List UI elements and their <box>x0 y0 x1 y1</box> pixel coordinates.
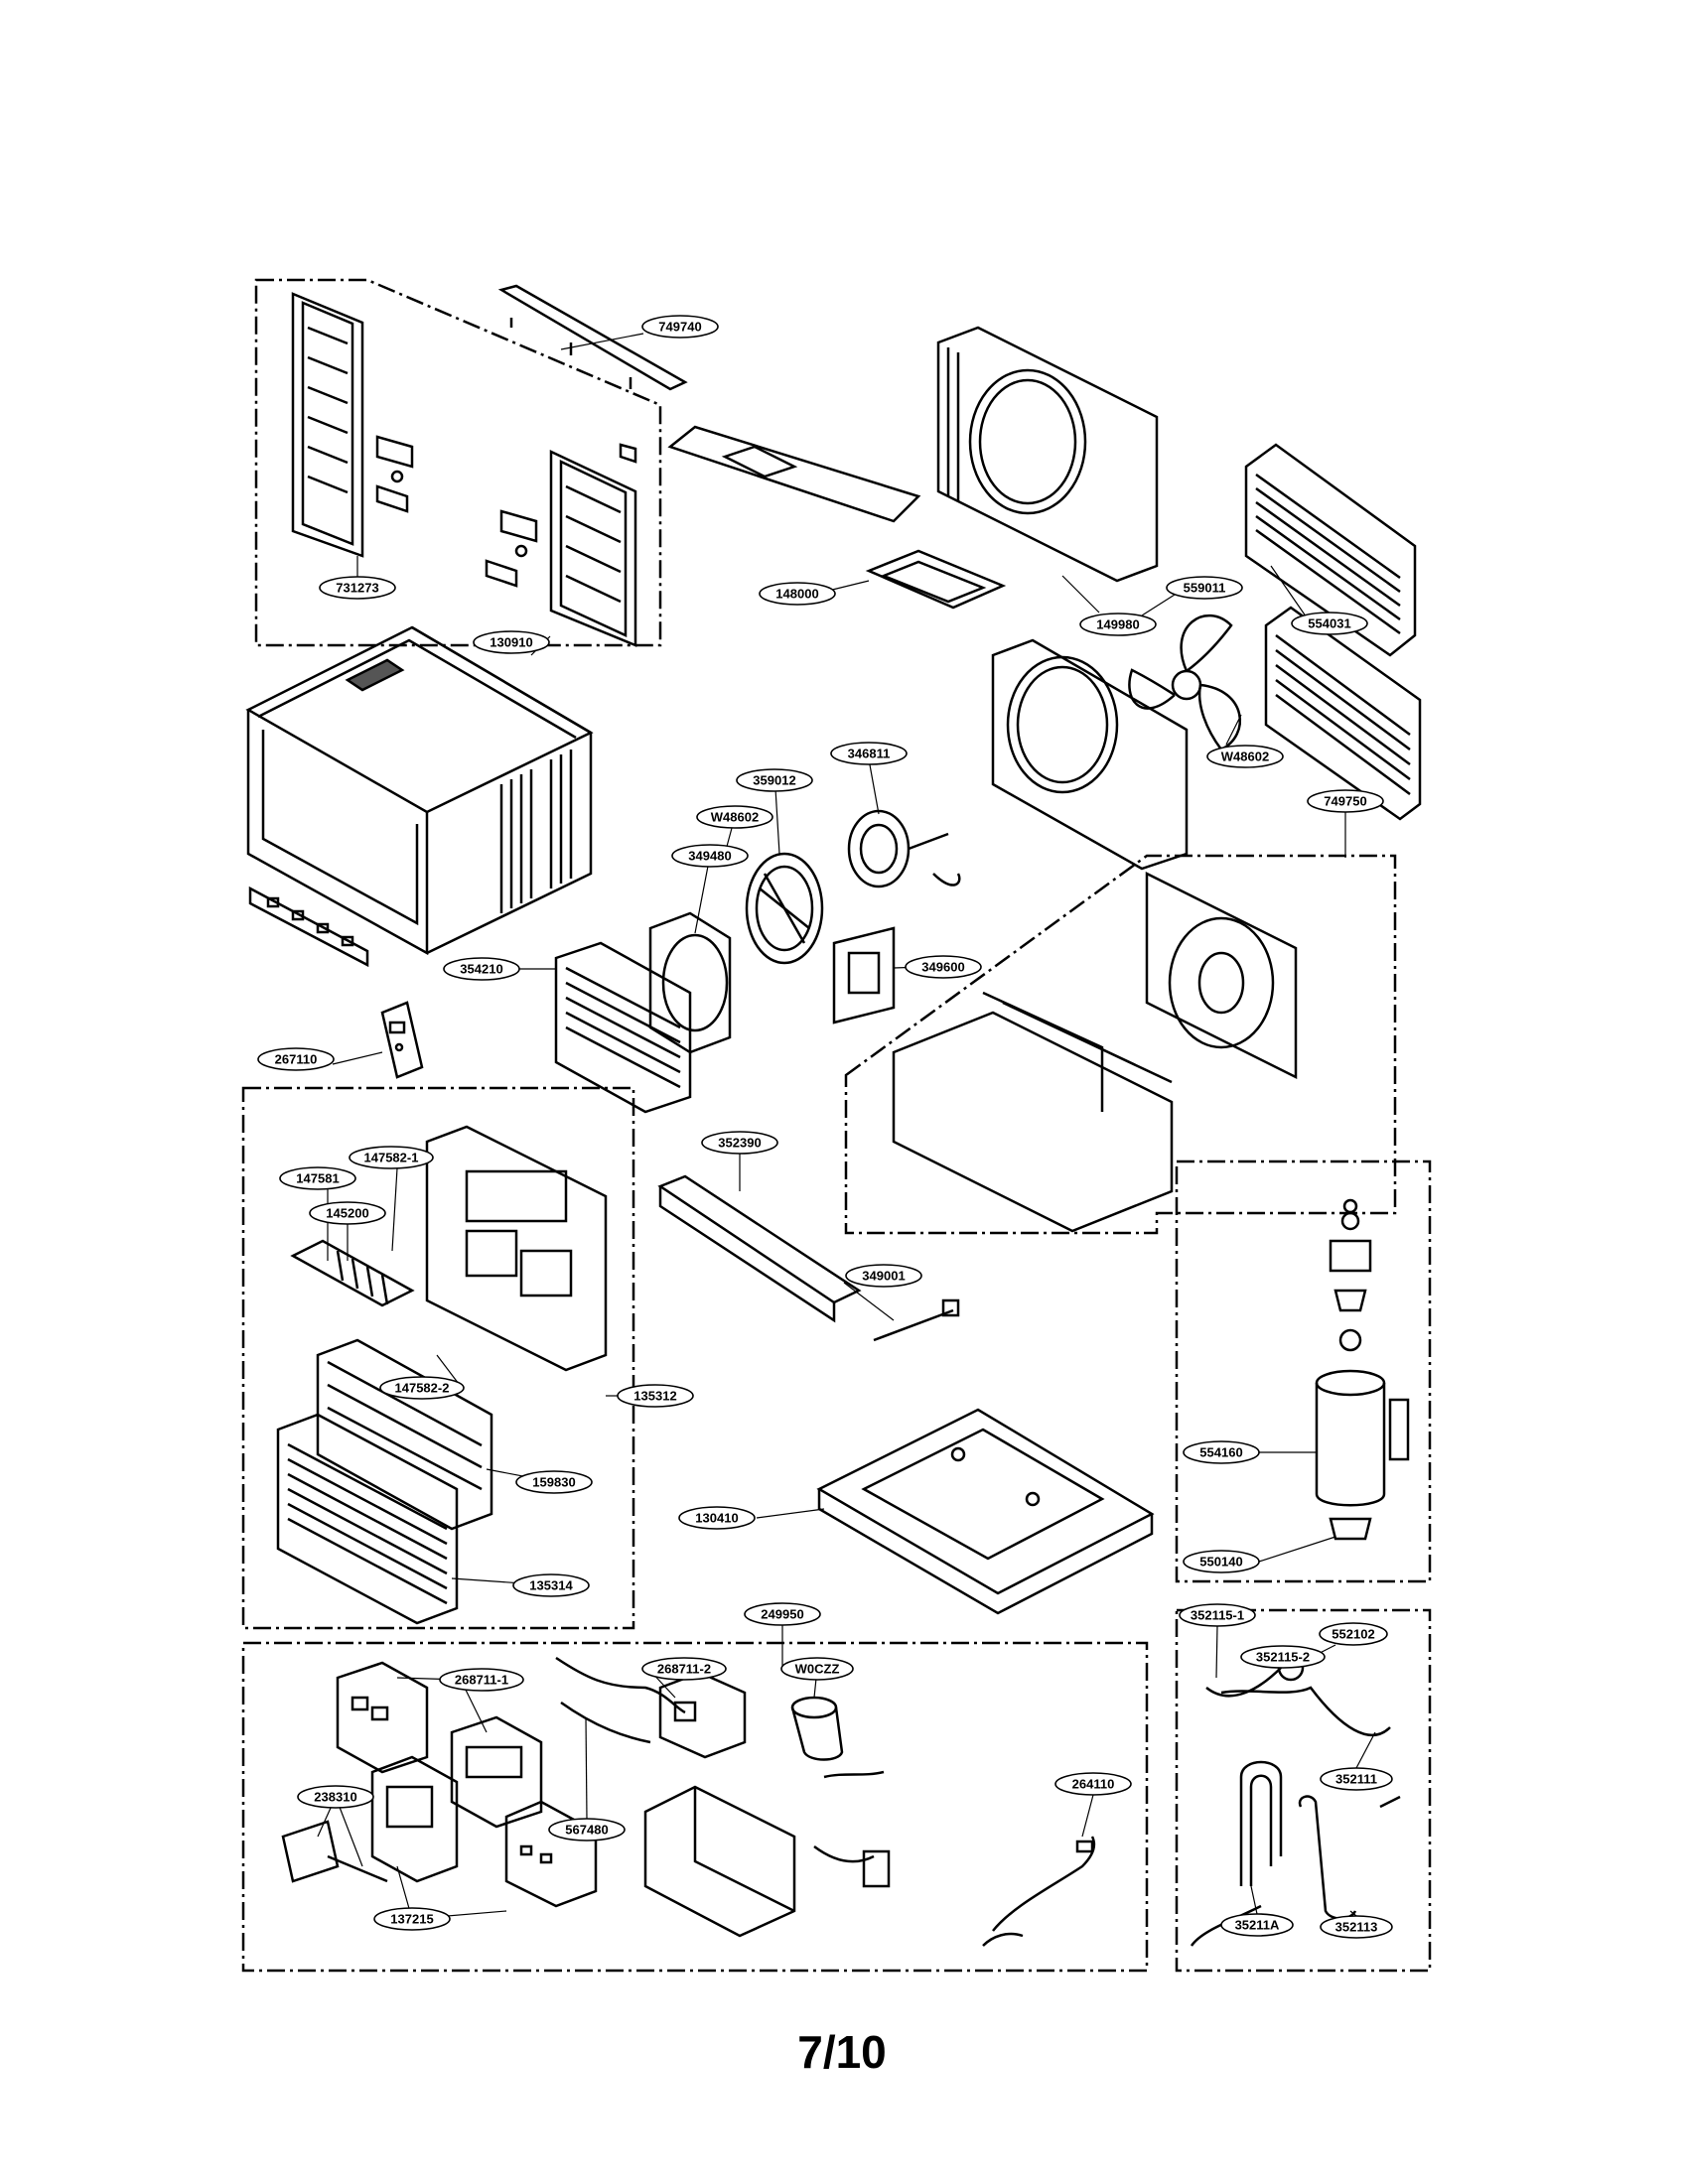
part-label: 264110 <box>1072 1777 1115 1792</box>
control-label-plate <box>504 1800 598 1908</box>
control-box <box>643 1785 796 1938</box>
piping-suction <box>1298 1795 1401 1920</box>
part-label: 352115-2 <box>1256 1650 1310 1665</box>
compressor-cover <box>1329 1198 1372 1352</box>
part-label: 552102 <box>1332 1627 1374 1642</box>
part-label: 354210 <box>460 962 502 977</box>
louver-set <box>290 1239 415 1307</box>
group-box-front-grille <box>241 1086 635 1630</box>
part-label: 147581 <box>296 1171 339 1186</box>
display-window <box>281 1820 388 1883</box>
base-frame <box>892 991 1174 1233</box>
wire-harness-b <box>813 1770 891 1888</box>
page-number: 7/10 <box>797 2026 887 2078</box>
part-label: 149980 <box>1096 617 1139 632</box>
part-label: 145200 <box>326 1206 368 1221</box>
top-rail <box>497 284 688 391</box>
part-label: 567480 <box>565 1823 608 1838</box>
evaporator-coil <box>554 941 692 1114</box>
orifice-shroud-lower <box>991 638 1189 871</box>
air-filter <box>316 1338 493 1531</box>
part-label: 130910 <box>490 635 532 650</box>
part-label: 352113 <box>1335 1920 1378 1935</box>
side-panel-right <box>549 450 637 647</box>
part-label: 749750 <box>1324 794 1366 809</box>
part-label: 238310 <box>314 1790 356 1805</box>
part-label: 731273 <box>336 581 378 596</box>
cabinet <box>245 625 594 956</box>
part-label: 559011 <box>1184 581 1226 596</box>
part-label: 349480 <box>688 849 731 864</box>
part-label: 554031 <box>1308 616 1350 631</box>
cable-tie <box>873 1298 960 1342</box>
fan-motor <box>847 809 961 888</box>
orifice-shroud-upper <box>936 326 1159 583</box>
pcb-display <box>450 1715 543 1829</box>
part-label: 346811 <box>848 747 891 761</box>
part-label: 554160 <box>1199 1445 1242 1460</box>
part-label: 268711-1 <box>455 1673 508 1688</box>
part-label: 147582-1 <box>364 1151 419 1165</box>
drain-channel <box>657 1174 862 1323</box>
blower-wheel <box>745 852 824 965</box>
condenser-coil-upper <box>1244 443 1417 657</box>
power-cord <box>982 1836 1096 1947</box>
part-label: 352115-1 <box>1191 1608 1244 1623</box>
cabinet-bracket <box>248 886 369 968</box>
pcb-power <box>658 1671 747 1759</box>
air-guide-plate <box>667 425 921 523</box>
side-panel-left <box>291 292 364 558</box>
part-label: 550140 <box>1199 1555 1242 1570</box>
part-label: 268711-2 <box>657 1662 711 1677</box>
part-label: W0CZZ <box>795 1662 840 1677</box>
part-label: 130410 <box>695 1511 738 1526</box>
group-box-fan-shroud <box>844 854 1397 1235</box>
part-label: 249950 <box>761 1607 803 1622</box>
base-pan <box>816 1408 1155 1615</box>
group-box-piping <box>1175 1608 1432 1973</box>
part-label: 159830 <box>532 1475 575 1490</box>
mounting-brackets <box>375 435 637 588</box>
part-label: W48602 <box>1221 750 1269 764</box>
part-label: W48602 <box>711 810 759 825</box>
mounting-plate <box>865 549 1007 610</box>
control-panel-bezel <box>370 1755 459 1883</box>
part-label: 349001 <box>862 1269 905 1284</box>
part-label: 135312 <box>633 1389 676 1404</box>
group-box-compressor <box>1175 1160 1432 1583</box>
part-label: 749740 <box>658 320 701 335</box>
part-label: 137215 <box>390 1912 433 1927</box>
part-label: 148000 <box>775 587 818 602</box>
condenser-coil-lower <box>1264 606 1422 821</box>
remote-control <box>380 1001 424 1079</box>
capacitor <box>790 1696 844 1761</box>
scroll-housing <box>1145 871 1298 1080</box>
part-label: 349600 <box>921 960 964 975</box>
group-box-side-panels <box>254 278 662 647</box>
part-label: 352111 <box>1335 1772 1377 1787</box>
front-grille <box>276 1413 459 1625</box>
part-label: 135314 <box>529 1578 573 1593</box>
front-panel <box>425 1125 608 1372</box>
part-label: 35211A <box>1235 1918 1280 1933</box>
part-label: 267110 <box>275 1052 318 1067</box>
piping-discharge <box>1190 1760 1283 1947</box>
part-label: 359012 <box>753 773 795 788</box>
pcb-main <box>336 1661 429 1774</box>
compressor <box>1315 1369 1410 1541</box>
part-label: 352390 <box>718 1136 761 1151</box>
motor-mount <box>832 926 896 1024</box>
part-label: 147582-2 <box>395 1381 450 1396</box>
